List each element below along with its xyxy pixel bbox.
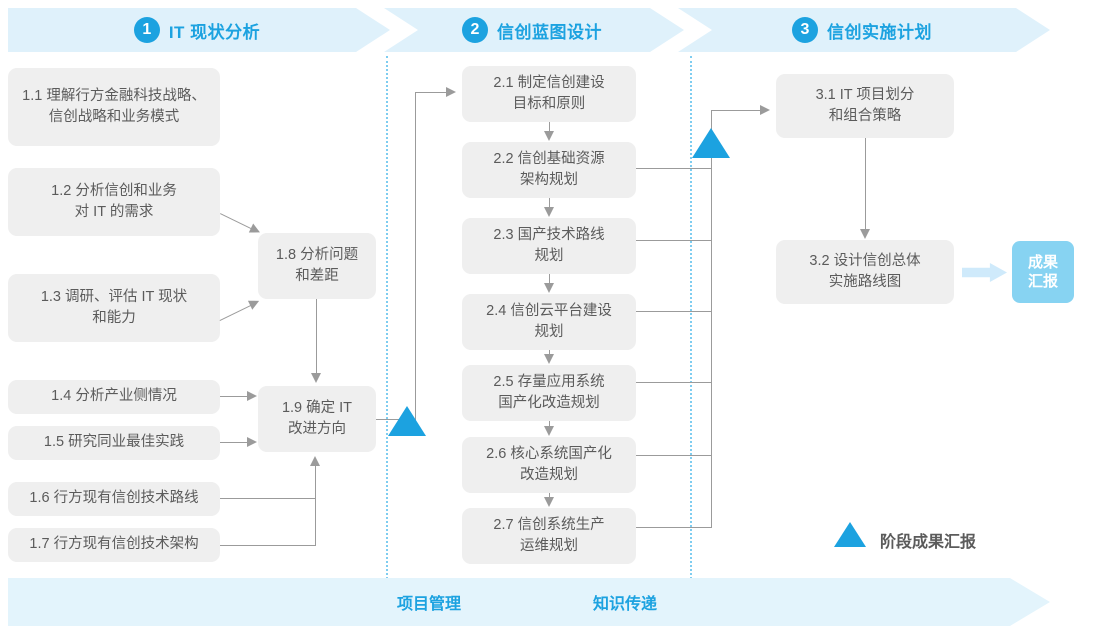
connector-1-8-to-1-9-line	[316, 299, 318, 373]
phase-band-1: 1 IT 现状分析	[8, 8, 390, 52]
task-box-2-7[interactable]: 2.7 信创系统生产 运维规划	[462, 508, 636, 564]
connector-2-1-to-2-2-arrowhead	[544, 131, 554, 141]
connector-2-2-to-2-3-line	[549, 198, 551, 208]
task-box-2-3[interactable]: 2.3 国产技术路线 规划	[462, 218, 636, 274]
task-box-1-2[interactable]: 1.2 分析信创和业务 对 IT 的需求	[8, 168, 220, 236]
connector-2-5-to-2-6-line	[549, 421, 551, 427]
connector-bus-to-3-1-arrowhead	[760, 105, 770, 115]
task-box-1-9[interactable]: 1.9 确定 IT 改进方向	[258, 386, 376, 452]
connector-2-4-to-2-5-line	[549, 350, 551, 355]
task-box-1-8[interactable]: 1.8 分析问题 和差距	[258, 233, 376, 299]
connector-1-9-to-2-1-seg-h2	[415, 92, 448, 94]
phase-number-2: 2	[462, 17, 488, 43]
connector-2-5-to-2-6-arrowhead	[544, 426, 554, 436]
column-divider-left	[386, 56, 388, 579]
legend-label: 阶段成果汇报	[880, 534, 977, 551]
connector-2-5-to-bus	[636, 382, 712, 384]
connector-2-3-to-2-4-line	[549, 274, 551, 284]
connector-2-3-to-2-4-arrowhead	[544, 283, 554, 293]
task-box-1-1[interactable]: 1.1 理解行方金融科技战略、 信创战略和业务模式	[8, 68, 220, 146]
connector-2-6-to-2-7-arrowhead	[544, 497, 554, 507]
connector-2-4-to-bus	[636, 311, 712, 313]
phase-number-1: 1	[134, 17, 160, 43]
phase-band-3: 3 信创实施计划	[678, 8, 1050, 52]
bottom-band	[8, 578, 1050, 626]
task-box-2-5[interactable]: 2.5 存量应用系统 国产化改造规划	[462, 365, 636, 421]
task-box-2-2[interactable]: 2.2 信创基础资源 架构规划	[462, 142, 636, 198]
connector-3-1-to-3-2-line	[865, 138, 867, 230]
result-badge[interactable]: 成果 汇报	[1012, 241, 1074, 303]
phase-2-collector-bus	[711, 110, 713, 528]
task-box-1-4[interactable]: 1.4 分析产业侧情况	[8, 380, 220, 414]
connector-1-6-line	[220, 498, 316, 500]
task-box-3-1[interactable]: 3.1 IT 项目划分 和组合策略	[776, 74, 954, 138]
connector-1-5-to-1-9-line	[220, 442, 249, 444]
task-box-1-3[interactable]: 1.3 调研、评估 IT 现状 和能力	[8, 274, 220, 342]
connector-2-1-to-2-2-line	[549, 122, 551, 132]
milestone-triangle-phase-1	[388, 406, 426, 436]
connector-1-5-to-1-9-arrowhead	[247, 437, 257, 447]
connector-2-3-to-bus	[636, 240, 712, 242]
phase-number-3: 3	[792, 17, 818, 43]
phase-label-1: IT 现状分析	[168, 22, 261, 42]
connector-2-2-to-bus	[636, 168, 712, 170]
connector-1-9-to-2-1-seg-v	[415, 92, 417, 420]
connector-2-7-to-bus	[636, 527, 712, 529]
task-box-2-4[interactable]: 2.4 信创云平台建设 规划	[462, 294, 636, 350]
connector-1-8-to-1-9-arrowhead	[311, 373, 321, 383]
connector-1-7-line	[220, 545, 316, 547]
task-box-1-6[interactable]: 1.6 行方现有信创技术路线	[8, 482, 220, 516]
connector-3-1-to-3-2-arrowhead	[860, 229, 870, 239]
milestone-triangle-phase-2	[692, 128, 730, 158]
connector-2-2-to-2-3-arrowhead	[544, 207, 554, 217]
connector-2-6-to-2-7-line	[549, 493, 551, 498]
task-box-3-2[interactable]: 3.2 设计信创总体 实施路线图	[776, 240, 954, 304]
connector-1-4-to-1-9-line	[220, 396, 249, 398]
phase-band-2: 2 信创蓝图设计	[384, 8, 684, 52]
phase-label-3: 信创实施计划	[827, 22, 932, 42]
task-box-2-1[interactable]: 2.1 制定信创建设 目标和原则	[462, 66, 636, 122]
connector-2-4-to-2-5-arrowhead	[544, 354, 554, 364]
connector-1-6-1-7-arrowhead	[310, 456, 320, 466]
connector-1-9-to-2-1-arrowhead	[446, 87, 456, 97]
connector-1-2-to-1-8	[219, 213, 263, 237]
connector-1-4-to-1-9-arrowhead	[247, 391, 257, 401]
legend-triangle-icon	[834, 522, 866, 547]
phase-label-2: 信创蓝图设计	[497, 22, 602, 42]
task-box-2-6[interactable]: 2.6 核心系统国产化 改造规划	[462, 437, 636, 493]
connector-2-6-to-bus	[636, 455, 712, 457]
task-box-1-7[interactable]: 1.7 行方现有信创技术架构	[8, 528, 220, 562]
bottom-label-project-management: 项目管理	[397, 596, 462, 613]
bottom-label-knowledge-transfer: 知识传递	[593, 596, 658, 613]
connector-1-3-to-1-8	[219, 296, 262, 322]
task-box-1-5[interactable]: 1.5 研究同业最佳实践	[8, 426, 220, 460]
result-arrow-icon	[962, 263, 1007, 282]
column-divider-right	[690, 56, 692, 579]
connector-1-6-1-7-bus	[315, 466, 317, 546]
connector-bus-to-3-1-line	[711, 110, 762, 112]
